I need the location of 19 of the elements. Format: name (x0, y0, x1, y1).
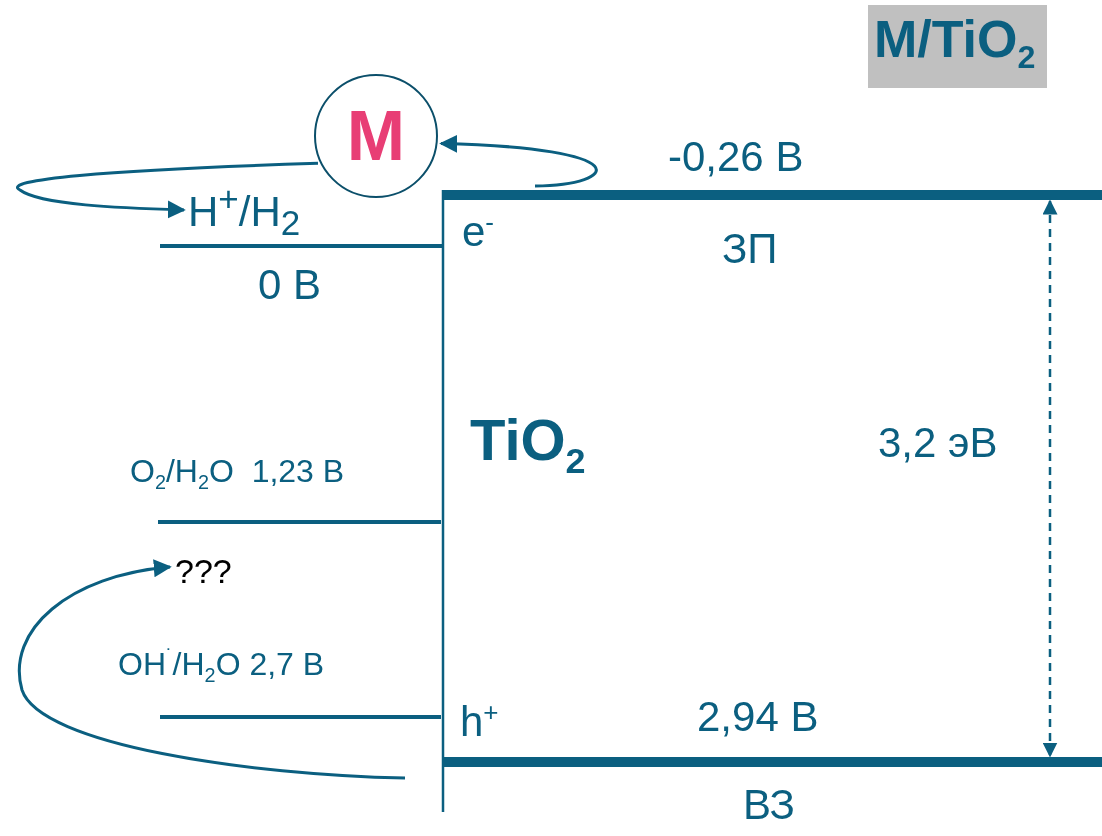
arrow (439, 135, 598, 188)
redox-label: OH$^{˙}$/H$_{2}$O 2,7 В (118, 646, 325, 687)
metal-symbol: M (346, 97, 406, 175)
band-label: 2,94 В (697, 694, 819, 741)
electron-label: e$^{-}$ (462, 208, 495, 256)
redox-label: O$_{2}$/H$_{2}$O 1,23 В (130, 454, 345, 495)
arrow (16, 161, 319, 219)
arrow (1042, 199, 1058, 758)
title: M/TiO$_{2}$ (868, 5, 1048, 88)
redox-label: H$^{+}$/H$_{2}$ (188, 180, 301, 243)
potential-label: 0 В (258, 262, 322, 309)
material-label: TiO$_{2}$ (470, 408, 586, 481)
band-label: -0,26 В (668, 134, 804, 181)
arrow (17, 560, 406, 780)
hole-label: h$^{+}$ (460, 698, 499, 746)
band-gap-label: 3,2 эВ (878, 420, 998, 467)
redox-label: ??? (175, 553, 232, 591)
band-label: ВЗ (743, 782, 795, 829)
band-label: ЗП (722, 226, 778, 273)
